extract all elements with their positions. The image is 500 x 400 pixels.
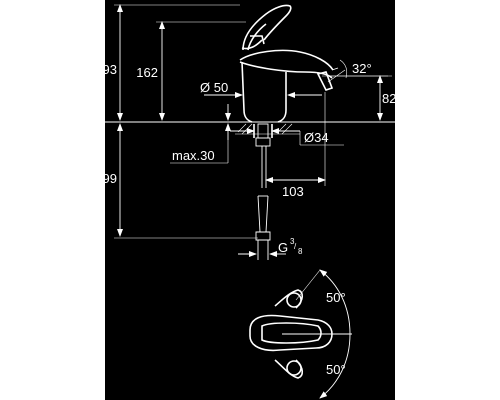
faucet-shank [253,123,273,260]
label-162: 162 [136,65,158,80]
label-d34: Ø34 [304,130,329,145]
label-82: 82 [382,91,396,106]
label-50deg-lower: 50° [326,362,346,377]
swivel-ref-upper [295,269,321,301]
label-103: 103 [282,184,304,199]
label-g: G [278,240,288,255]
label-193: 193 [95,62,117,77]
swivel-arc-upper [319,269,351,335]
label-max30: max.30 [172,148,215,163]
counter-hatching [237,123,293,135]
label-32deg: 32° [352,61,372,76]
label-399: 399 [95,171,117,186]
faucet-body [239,4,339,123]
label-d50: Ø 50 [200,80,228,95]
label-thread-sep: / [294,242,297,251]
angle-arc-32 [339,59,348,79]
top-view-lever [249,289,352,379]
label-thread-den: 8 [298,247,303,256]
label-thread-num: 3 [290,237,295,246]
swivel-arc-lower [319,333,351,399]
label-50deg-upper: 50° [326,290,346,305]
